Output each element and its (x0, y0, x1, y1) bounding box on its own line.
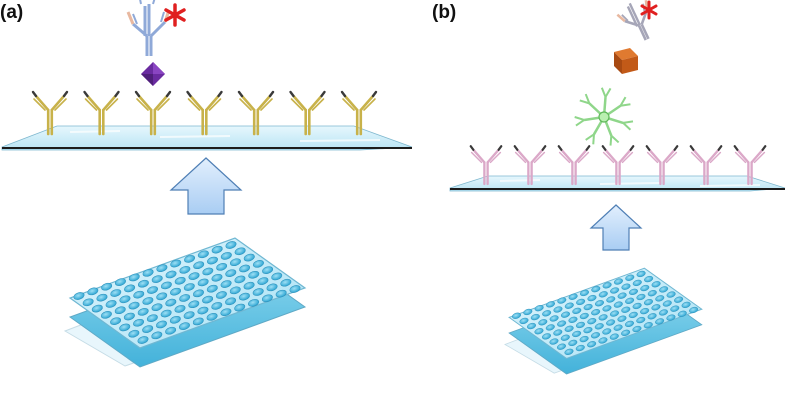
asterisk-icon (640, 0, 658, 20)
microplate-icon (63, 237, 307, 368)
antigen-cube-icon (614, 48, 638, 74)
panel-label-a: (a) (0, 2, 24, 23)
panel-label-b: (b) (432, 2, 457, 23)
antibody-icon (31, 90, 69, 136)
up-arrow-icon (169, 157, 243, 215)
antibody-icon (83, 90, 120, 136)
antibody-icon (469, 145, 503, 186)
microplate-icon (504, 267, 703, 375)
antigen-diamond-icon (141, 62, 165, 86)
antibody-icon (289, 90, 326, 136)
asterisk-icon (164, 3, 186, 27)
antibody-icon (601, 145, 635, 186)
antibody-icon (237, 90, 275, 136)
detection-antibody-a (126, 0, 171, 56)
antibody-icon (134, 90, 172, 136)
dendrimer-icon (574, 87, 634, 146)
antibody-icon (689, 145, 723, 186)
capture-antibodies-a (31, 90, 378, 136)
antibody-icon (733, 145, 767, 186)
antibody-icon (645, 145, 679, 186)
antibody-icon (557, 145, 591, 186)
panel-b (449, 0, 786, 375)
microplate-wells-a (73, 241, 301, 344)
antibody-icon (340, 90, 378, 136)
panel-a (1, 0, 413, 368)
microplate-wells-b (511, 270, 699, 355)
antibody-icon (513, 145, 547, 186)
antibody-icon (186, 90, 223, 136)
up-arrow-icon (589, 204, 643, 251)
capture-antibodies-b (469, 145, 767, 186)
